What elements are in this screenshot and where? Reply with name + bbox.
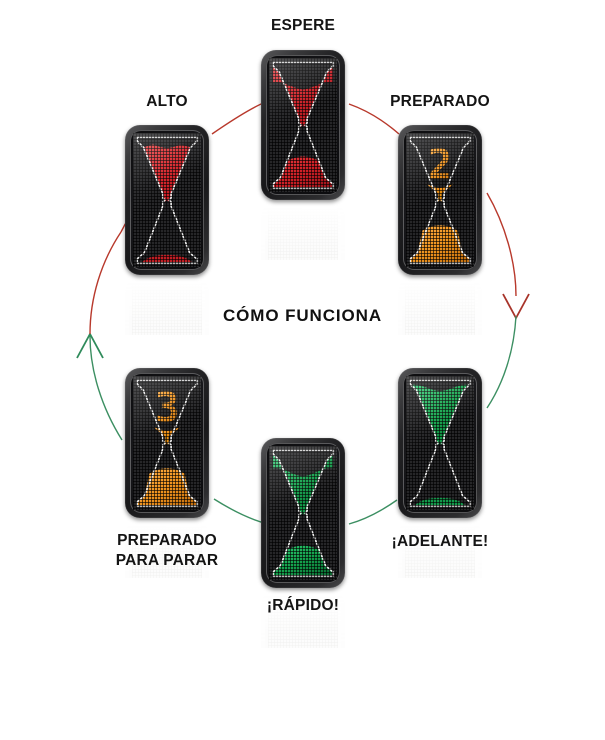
hourglass-alto <box>133 133 201 267</box>
device-bezel-preparado: 2 <box>403 130 477 270</box>
hourglass-preparado: 2 <box>406 133 474 267</box>
arc-rapido-to-parar <box>213 498 269 525</box>
device-bezel-espere <box>266 55 340 195</box>
device-housing-alto <box>125 125 209 275</box>
label-rapido: ¡RÁPIDO! <box>266 597 340 614</box>
hourglass-adelante <box>406 376 474 510</box>
diagram-canvas: CÓMO FUNCIONA ALTO <box>76 17 530 740</box>
traffic-light-adelante[interactable] <box>398 368 482 670</box>
hourglass-rapido <box>269 446 337 580</box>
device-housing-adelante <box>398 368 482 518</box>
hourglass-espere <box>269 58 337 192</box>
arc-preparado-to-adelante <box>486 192 517 297</box>
traffic-light-preparado-para-parar[interactable]: 3 <box>125 368 209 670</box>
arc-espere-to-preparado <box>348 103 400 135</box>
page-title: CÓMO FUNCIONA <box>222 306 383 325</box>
label-adelante: ¡ADELANTE! <box>391 533 489 550</box>
led-screen-rapido <box>269 446 337 580</box>
led-screen-preparado: 2 <box>406 133 474 267</box>
led-screen-alto <box>133 133 201 267</box>
arc-left-red-ascend <box>89 231 122 335</box>
device-bezel-alto <box>130 130 204 270</box>
label-preparado-para-parar: PREPARADO PARA PARAR <box>115 532 219 569</box>
led-screen-adelante <box>406 376 474 510</box>
device-housing-espere <box>261 50 345 200</box>
cycle-arrows <box>76 100 530 525</box>
device-bezel-adelante <box>403 373 477 513</box>
hourglass-parar: 3 <box>133 376 201 510</box>
arc-adelante-to-rapido <box>348 499 398 525</box>
device-housing-parar: 3 <box>125 368 209 518</box>
traffic-light-rapido[interactable] <box>261 438 345 740</box>
label-preparado: PREPARADO <box>390 93 490 110</box>
device-housing-preparado: 2 <box>398 125 482 275</box>
label-alto: ALTO <box>146 93 188 110</box>
device-bezel-rapido <box>266 443 340 583</box>
arc-right-green-descend <box>486 315 517 409</box>
label-espere: ESPERE <box>270 17 336 34</box>
led-screen-parar: 3 <box>133 376 201 510</box>
traffic-light-espere[interactable] <box>261 50 345 352</box>
device-housing-rapido <box>261 438 345 588</box>
traffic-light-alto[interactable] <box>125 125 209 427</box>
led-screen-espere <box>269 58 337 192</box>
device-bezel-parar: 3 <box>130 373 204 513</box>
traffic-light-preparado[interactable]: 2 <box>398 125 482 427</box>
arc-parar-to-alto <box>89 335 123 441</box>
